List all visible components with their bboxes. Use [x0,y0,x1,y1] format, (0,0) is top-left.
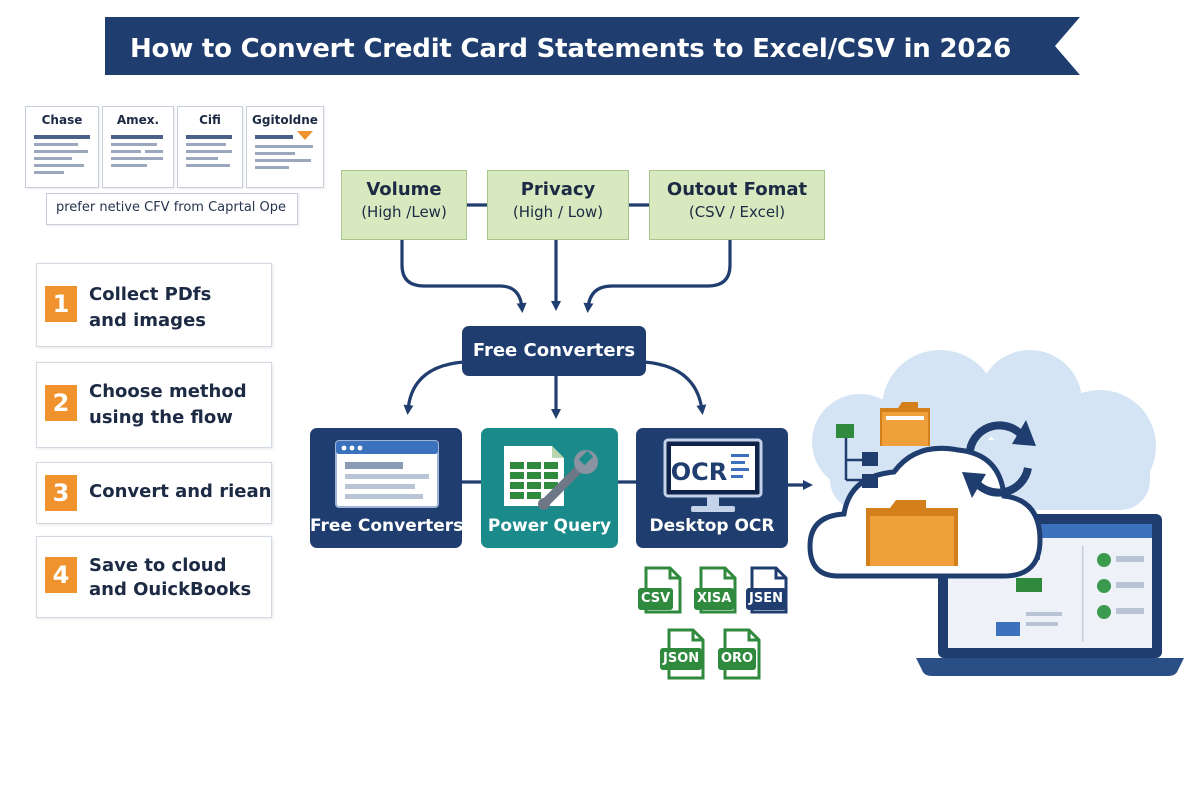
step-2-card: 2 Choose method using the flow [36,362,272,448]
browser-window-icon [335,440,439,508]
bank-label-citi: Cifi [199,113,221,127]
step-1-card: 1 Collect PDfs and images [36,263,272,347]
file-icon-csv: CSV [638,566,688,618]
step-1-line-2: and images [89,310,206,331]
file-icon-jsen: JSEN [746,566,792,618]
method-label: Free Converters [310,516,464,536]
file-icon-xisa: XISA [694,566,742,618]
bank-label-chase: Chase [41,113,83,127]
hierarchy-icon [836,424,878,488]
criteria-subtitle: (CSV / Excel) [688,203,786,221]
center-node-free-converters: Free Converters [462,326,646,376]
bank-label-other: Ggitoldne [252,113,318,127]
step-3-line-1: Convert and riean [89,481,272,502]
criteria-title: Volume [366,179,442,200]
criteria-volume: Volume (High /Lew) [341,170,467,240]
method-power-query: Power Query [481,428,618,548]
monitor-ocr-icon: OCR [663,438,763,512]
ocr-screen-text: OCR [671,458,728,486]
method-free-converters: Free Converters [310,428,464,548]
bank-note-text: prefer netive CFV from Caprtal Ope [56,200,287,215]
statement-chase: Chase [25,106,99,188]
step-1-line-1: Collect PDfs [89,284,212,305]
folder-icon [880,402,930,446]
bank-label-amex: Amex. [116,113,160,127]
criteria-title: Privacy [520,179,596,200]
bank-note-box [46,193,298,225]
statement-other-bank: Ggitoldne [246,106,324,188]
step-number: 2 [45,385,77,421]
file-icon-oro: ORO [718,628,766,684]
method-label: Power Query [487,516,612,536]
step-3-card: 3 Convert and riean [36,462,272,524]
criteria-subtitle: (High / Low) [512,203,604,221]
file-badge: JSEN [746,588,786,610]
step-4-line-1: Save to cloud [89,555,227,576]
step-4-card: 4 Save to cloud and OuickBooks [36,536,272,618]
criteria-output-format: Outout Fomat (CSV / Excel) [649,170,825,240]
file-badge: ORO [718,648,757,670]
statement-amex: Amex. [102,106,174,188]
step-2-line-1: Choose method [89,381,247,402]
page-title: How to Convert Credit Card Statements to… [130,34,1012,64]
method-desktop-ocr: OCR Desktop OCR [636,428,788,548]
file-badge: XISA [694,588,735,610]
step-number: 1 [45,286,77,322]
spreadsheet-wrench-icon [504,446,598,510]
step-4-line-2: and OuickBooks [89,579,252,600]
criteria-subtitle: (High /Lew) [361,203,447,221]
file-icon-json: JSON [660,628,712,684]
title-banner [105,17,1080,75]
orange-flag-icon [297,131,313,140]
file-badge: CSV [638,588,674,610]
file-badge: JSON [660,648,703,670]
sync-icon [966,421,1032,497]
step-2-line-2: using the flow [89,407,233,428]
laptop-icon [916,514,1184,676]
step-number: 3 [45,475,77,511]
cloud-laptop-illustration [807,350,1184,676]
criteria-privacy: Privacy (High / Low) [487,170,629,240]
statement-citi: Cifi [177,106,243,188]
criteria-title: Outout Fomat [666,179,808,200]
step-number: 4 [45,557,77,593]
method-label: Desktop OCR [649,516,775,536]
